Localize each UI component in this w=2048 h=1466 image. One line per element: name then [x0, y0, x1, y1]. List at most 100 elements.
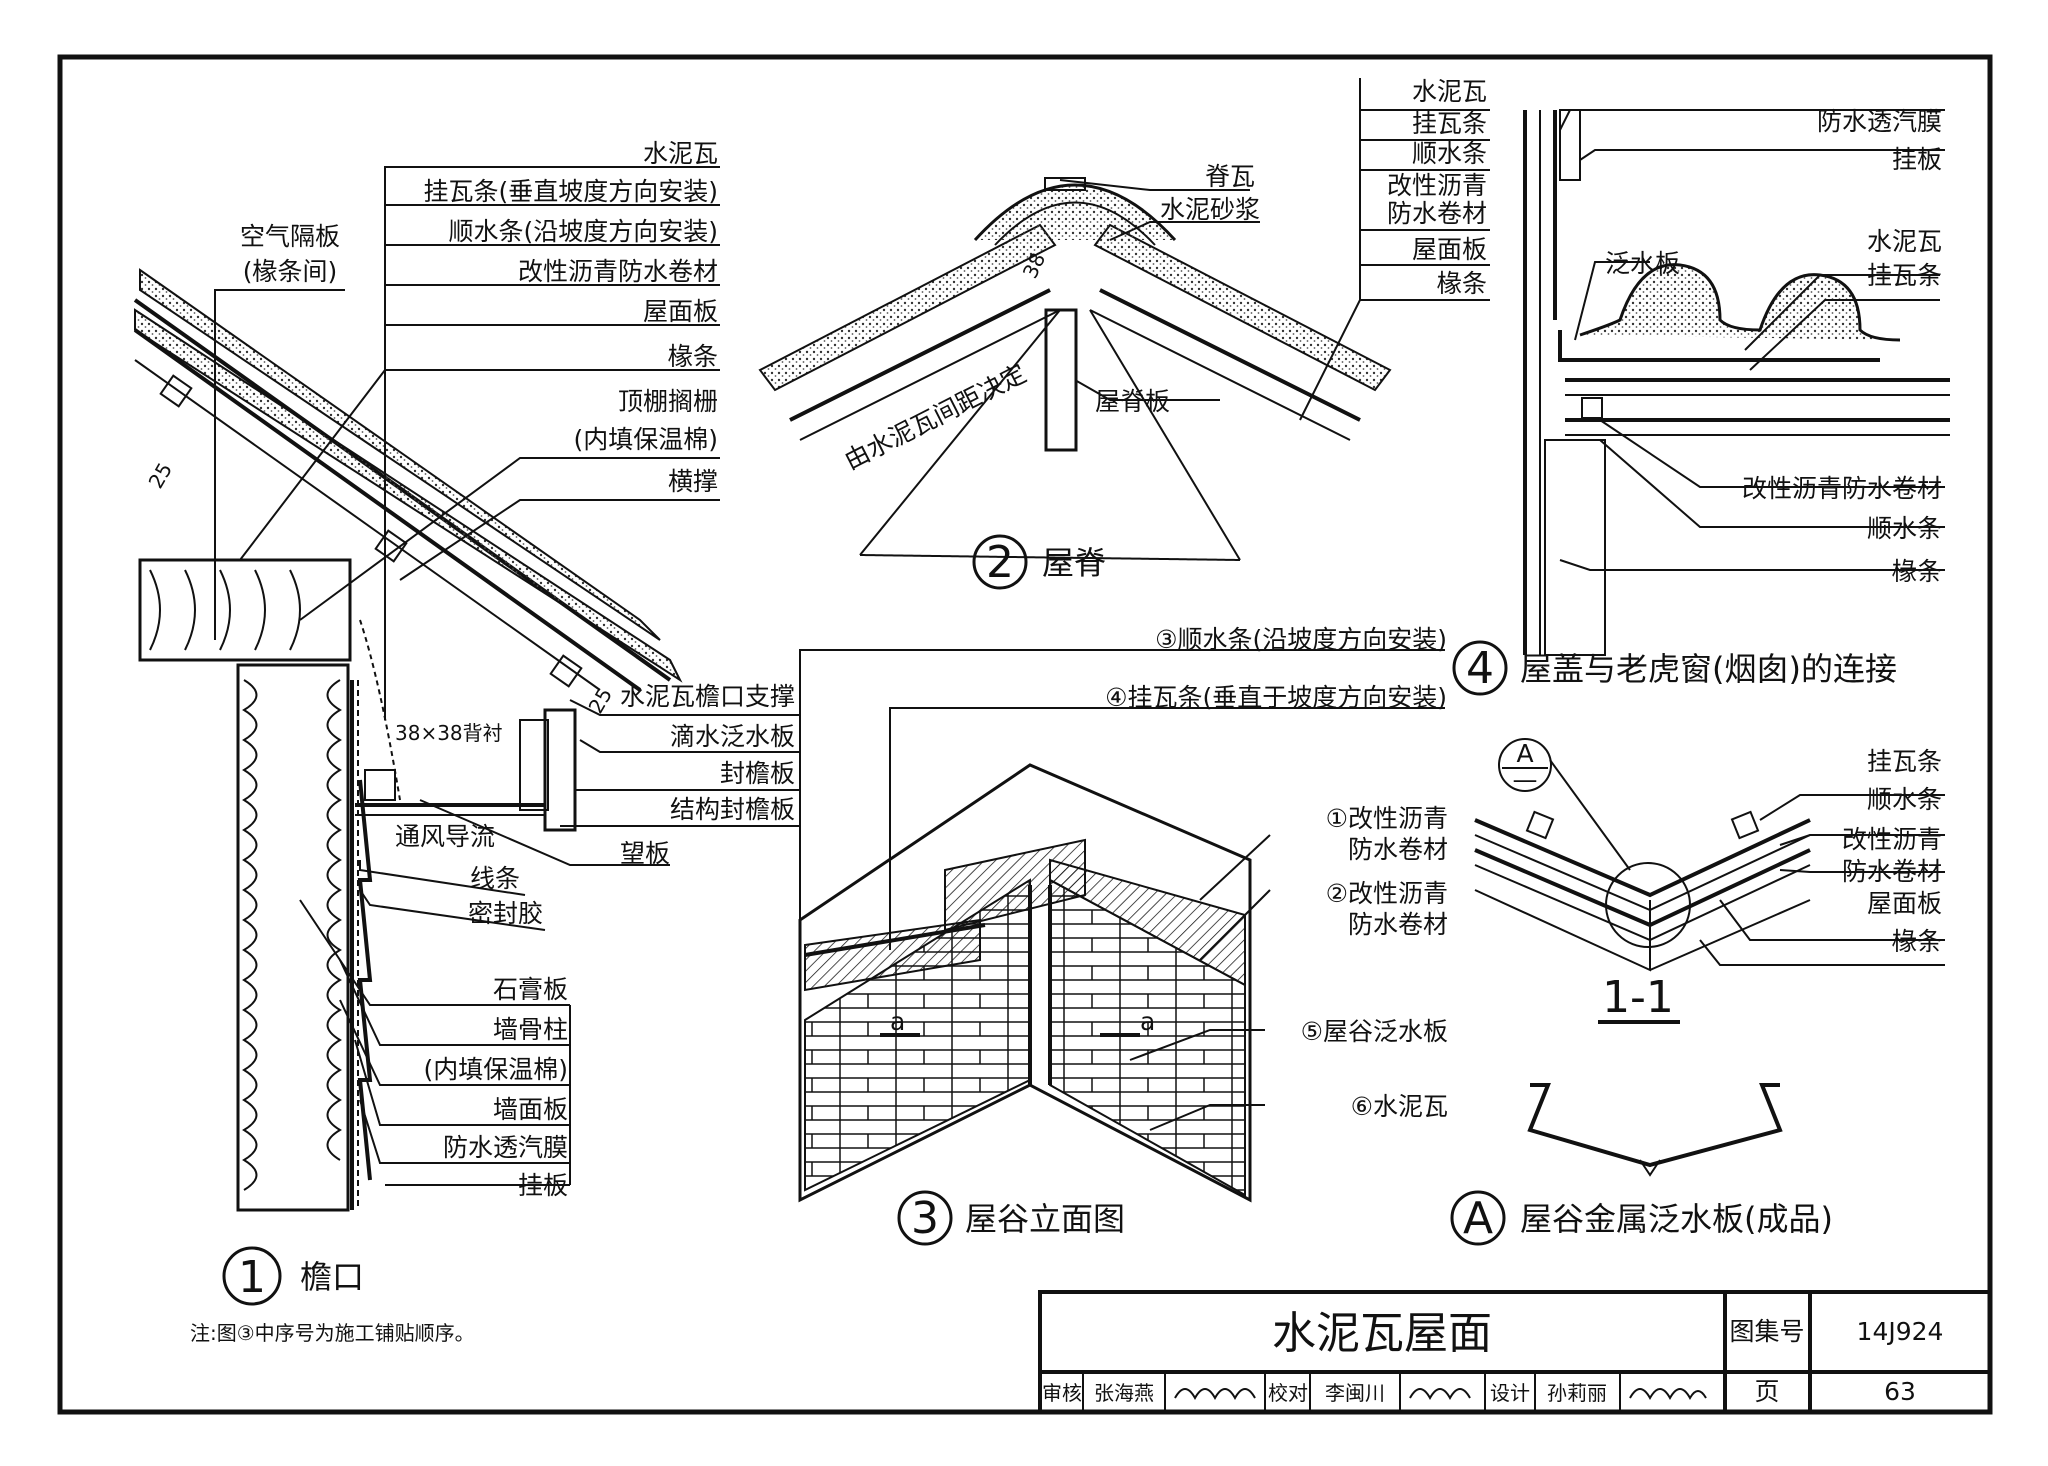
section-label-counter-batten: 顺水条	[1867, 785, 1942, 814]
detail-1-eave	[133, 166, 800, 1306]
designer-signature	[1629, 1388, 1707, 1401]
valley-label-membrane-2b: 防水卷材	[1348, 910, 1448, 939]
ridge-board	[1044, 308, 1078, 452]
ref-a-sheet: —	[1513, 765, 1538, 794]
design-label: 设计	[1490, 1381, 1530, 1405]
title-block	[1038, 1290, 1992, 1414]
detail-a-title: 屋谷金属泛水板(成品)	[1520, 1200, 1833, 1238]
ridge-label-membrane-1: 改性沥青	[1387, 171, 1487, 200]
page-label: 页	[1754, 1377, 1779, 1406]
label-roof-deck: 屋面板	[643, 297, 718, 326]
cement-tile-layer	[134, 308, 683, 683]
label-backing: 38×38背衬	[395, 721, 503, 745]
label-structural-fascia: 结构封檐板	[670, 795, 795, 824]
review-label: 审核	[1042, 1381, 1082, 1405]
section-mark-right: a	[1140, 1007, 1155, 1036]
label-drip-edge: 滴水泛水板	[670, 722, 795, 751]
section-label-membrane-a: 改性沥青	[1842, 825, 1942, 854]
section-label-rafter: 椽条	[1892, 927, 1942, 956]
drawing-title: 水泥瓦屋面	[1272, 1308, 1492, 1359]
ridge-label-rafter: 椽条	[1437, 269, 1487, 298]
label-bracing: 横撑	[668, 467, 718, 496]
detail-1-marker	[222, 1246, 282, 1306]
dormer-label-siding: 挂板	[1892, 145, 1942, 174]
label-mortar: 水泥砂浆	[1160, 195, 1260, 224]
label-vent: 通风导流	[395, 822, 495, 851]
label-ridge-cap: 脊瓦	[1205, 162, 1255, 191]
membrane-layer	[1049, 858, 1246, 987]
ridge-label-roof-deck: 屋面板	[1412, 235, 1487, 264]
dormer-label-batten: 挂瓦条	[1867, 261, 1942, 290]
label-vapor-membrane: 防水透汽膜	[443, 1133, 568, 1162]
checker-name: 李闽川	[1325, 1381, 1385, 1405]
ridge-label-batten: 挂瓦条	[1412, 109, 1487, 138]
detail-a-marker	[1450, 1190, 1506, 1246]
dim-25: 25	[144, 458, 178, 492]
wall-stud	[236, 663, 350, 1212]
label-sealant: 密封胶	[468, 899, 543, 928]
label-air-baffle-sub: (椽条间)	[243, 257, 338, 286]
reviewer-name: 张海燕	[1094, 1381, 1154, 1405]
atlas-label: 图集号	[1729, 1317, 1804, 1346]
ridge-tile	[973, 183, 1177, 242]
ridge-label-membrane-2: 防水卷材	[1387, 199, 1487, 228]
label-batten: 挂瓦条(垂直坡度方向安装)	[423, 177, 718, 206]
label-cement-tile: 水泥瓦	[643, 139, 718, 168]
reviewer-signature	[1174, 1388, 1256, 1401]
siding	[357, 779, 373, 1181]
detail-2-number: 2	[986, 537, 1014, 588]
valley-label-membrane-1b: 防水卷材	[1348, 835, 1448, 864]
detail-4-number: 4	[1466, 643, 1494, 694]
atlas-number: 14J924	[1857, 1317, 1944, 1346]
label-eave-support: 水泥瓦檐口支撑	[620, 682, 795, 711]
ref-a-letter: A	[1516, 739, 1533, 768]
label-soffit: 望板	[620, 839, 670, 868]
label-ridge-board: 屋脊板	[1095, 387, 1170, 416]
section-1-1	[1450, 738, 1945, 1246]
designer-name: 孙莉丽	[1547, 1381, 1607, 1405]
detail-4-dormer	[1452, 109, 1950, 696]
valley-label-cement-tile: ⑥水泥瓦	[1351, 1092, 1448, 1121]
label-gypsum: 石膏板	[493, 975, 568, 1004]
sheet-border	[57, 54, 1993, 1415]
valley-label-membrane-2a: ②改性沥青	[1326, 879, 1448, 908]
page-number: 63	[1884, 1377, 1916, 1406]
detail-a-number: A	[1463, 1193, 1493, 1244]
label-air-baffle: 空气隔板	[240, 222, 340, 251]
detail-2-ridge	[758, 78, 1490, 590]
section-label-membrane-b: 防水卷材	[1842, 857, 1942, 886]
label-counter-batten: 顺水条(沿坡度方向安装)	[448, 217, 718, 246]
section-label-batten: 挂瓦条	[1867, 747, 1942, 776]
label-ceiling-joist: 顶棚搁栅	[618, 387, 718, 416]
valley-label-batten: ④挂瓦条(垂直于坡度方向安装)	[1105, 683, 1447, 712]
valley-label-flashing: ⑤屋谷泛水板	[1301, 1017, 1448, 1046]
detail-3-title: 屋谷立面图	[965, 1200, 1125, 1238]
check-label: 校对	[1268, 1381, 1308, 1405]
label-stud-insulation: (内填保温棉)	[423, 1055, 568, 1084]
label-wall-sheathing: 墙面板	[493, 1095, 568, 1124]
dim-eave: 25	[584, 683, 618, 717]
section-label-roof-deck: 屋面板	[1867, 889, 1942, 918]
detail-1-title: 檐口	[300, 1258, 364, 1296]
valley-flashing-profile	[1527, 1083, 1783, 1168]
cement-tile-profile	[1579, 263, 1901, 342]
label-fascia: 封檐板	[720, 759, 795, 788]
detail-2-title: 屋脊	[1042, 544, 1106, 582]
dormer-label-bitumen: 改性沥青防水卷材	[1742, 474, 1942, 503]
ceiling-joist	[138, 558, 352, 662]
detail-3-marker	[897, 1190, 953, 1246]
checker-signature	[1409, 1388, 1471, 1401]
detail-4-title: 屋盖与老虎窗(烟囱)的连接	[1520, 650, 1897, 688]
dormer-label-flashing: 泛水板	[1605, 249, 1680, 278]
dormer-label-counter-batten: 顺水条	[1867, 514, 1942, 543]
label-stud: 墙骨柱	[493, 1015, 568, 1044]
detail-3-valley	[798, 649, 1445, 1246]
spacing-note: 由水泥瓦间距决定	[840, 359, 1031, 476]
detail-4-marker	[1452, 640, 1508, 696]
label-rafter: 椽条	[668, 342, 718, 371]
label-trim: 线条	[470, 864, 520, 893]
ridge-label-cement-tile: 水泥瓦	[1412, 77, 1487, 106]
ref-a-marker	[1498, 738, 1552, 792]
label-siding: 挂板	[518, 1171, 568, 1200]
